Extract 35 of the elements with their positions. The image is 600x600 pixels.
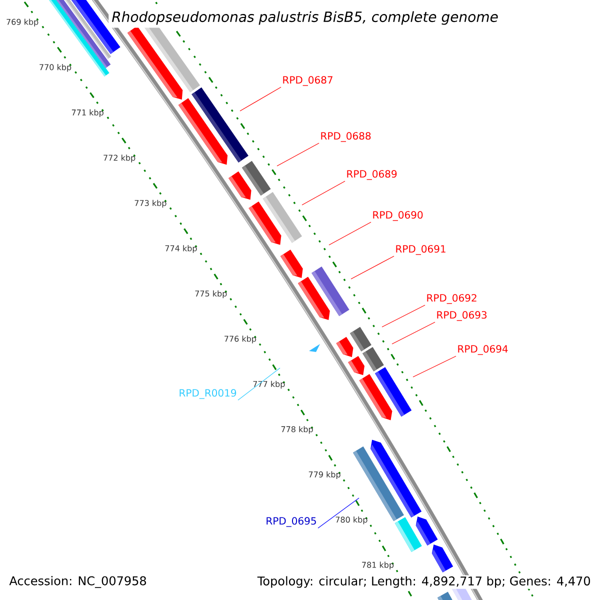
gene-label: RPD_0693 [437,311,487,321]
gene-label: RPD_0692 [427,294,476,304]
footer-text: Accession: NC_007958 [9,576,146,588]
leader-line [240,86,282,112]
gene-label: RPD_0687 [283,76,332,86]
leader-line [328,222,372,246]
tick-label: 775 kbp [195,290,227,298]
leader-line [318,498,360,528]
title: Rhodopseudomonas palustris BisB5, complete genome [108,8,502,28]
gene-label: RPD_0694 [458,345,508,355]
gene-label: RPD_0690 [373,211,423,221]
gene-label: RPD_R0019 [180,389,236,399]
tick-label: 776 kbp [224,336,256,344]
leader-line [382,304,426,328]
leader-line [238,368,280,400]
leader-line [350,256,394,280]
footer-text: Topology: circular; Length: 4,892,717 bp; Genes: 4,470 [256,575,592,589]
gene-label: RPD_0688 [321,132,371,142]
tick-label: 779 kbp [308,471,340,479]
tick-label: 769 kbp [6,18,38,26]
tick-label: 772 kbp [104,154,136,162]
tick-label: 778 kbp [281,426,313,434]
tick-label: 774 kbp [165,245,197,253]
leader-line [412,356,456,378]
tick-label: 780 kbp [336,516,368,524]
gene-label: RPD_0695 [266,517,316,527]
leader-line [276,142,320,166]
gene-label: RPD_0691 [396,245,446,255]
tick-label: 773 kbp [134,200,166,208]
tick-label: 781 kbp [362,562,394,570]
tick-label: 770 kbp [40,64,72,72]
leader-line [392,322,436,344]
gene-label: RPD_0689 [347,170,397,180]
leader-line [302,180,346,206]
tick-label: 771 kbp [72,109,104,118]
